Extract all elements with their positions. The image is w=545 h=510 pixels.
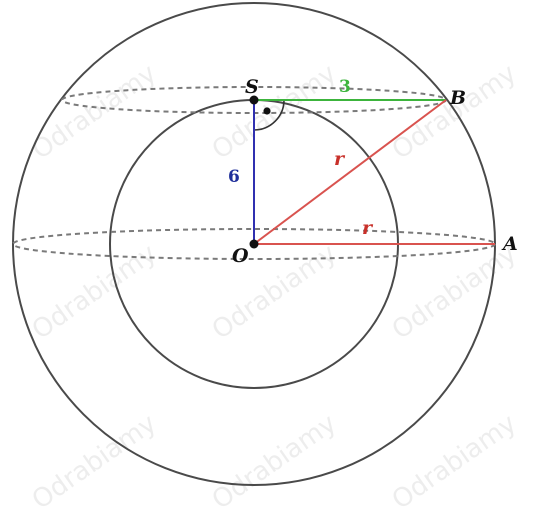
label-SB-length: 3 [339, 77, 351, 97]
label-OB-r: r [334, 148, 346, 170]
watermark-layer: Odrabiamy Odrabiamy Odrabiamy Odrabiamy … [27, 59, 522, 510]
point-S-dot [249, 95, 259, 105]
label-SO-length: 6 [228, 167, 240, 187]
segment-OB [253, 99, 447, 245]
watermark-3: Odrabiamy [387, 59, 522, 166]
label-OA-r: r [362, 217, 374, 239]
watermark-5: Odrabiamy [207, 239, 342, 346]
label-B: B [449, 87, 466, 109]
watermark-1: Odrabiamy [27, 59, 162, 166]
watermark-4: Odrabiamy [27, 239, 162, 346]
right-angle-marker [253, 99, 285, 131]
point-O-dot [249, 239, 259, 249]
label-A: A [501, 233, 518, 255]
label-O: O [232, 245, 249, 267]
watermark-8: Odrabiamy [207, 409, 342, 510]
right-angle-dot [263, 107, 271, 115]
label-S: S [245, 76, 259, 98]
watermark-6: Odrabiamy [387, 239, 522, 346]
watermark-9: Odrabiamy [387, 409, 522, 510]
